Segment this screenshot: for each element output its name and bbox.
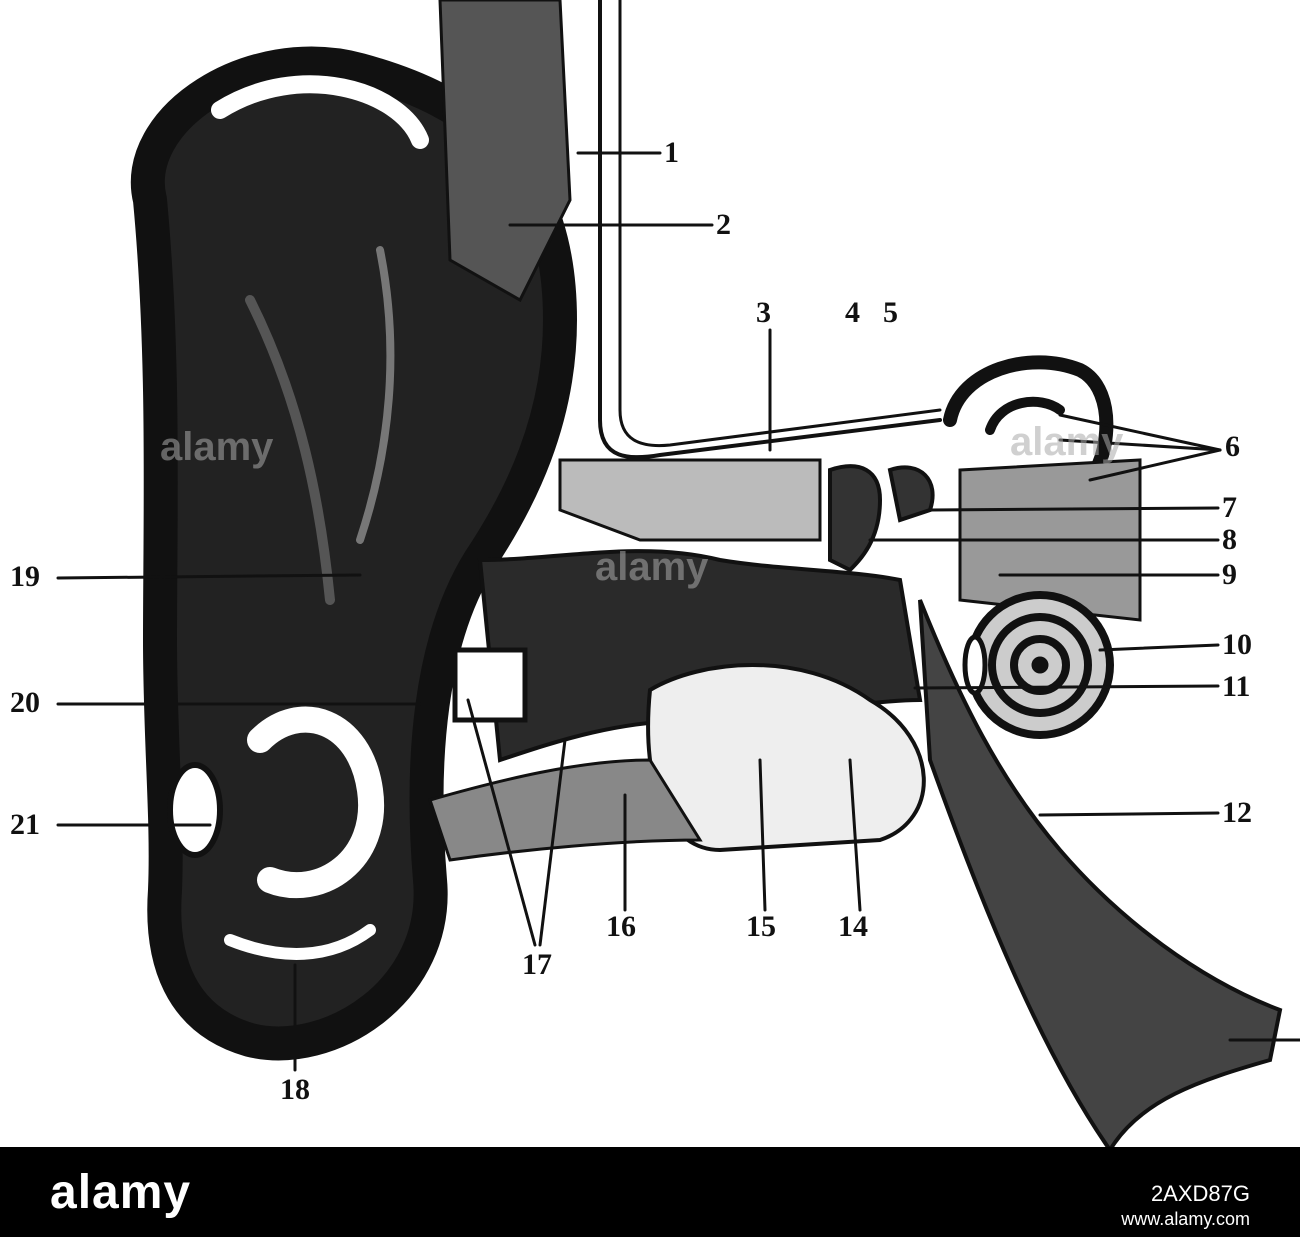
label-7: 7 [1222,491,1237,524]
label-9: 9 [1222,558,1237,591]
label-20: 20 [10,686,40,719]
label-15: 15 [746,910,776,943]
label-3: 3 [756,296,771,329]
watermark: alamy [1010,420,1124,464]
label-2: 2 [716,208,731,241]
label-14: 14 [838,910,868,943]
label-5: 5 [883,296,898,329]
alamy-logo: alamy [50,1166,192,1219]
label-4: 4 [845,296,860,329]
label-1: 1 [664,136,679,169]
label-19: 19 [10,560,40,593]
ear-drawing [56,0,1300,1147]
label-8: 8 [1222,523,1237,556]
watermark: alamy [160,425,274,469]
label-16: 16 [606,910,636,943]
label-11: 11 [1222,670,1251,703]
label-10: 10 [1222,628,1252,661]
label-18: 18 [280,1073,310,1106]
eustachian-tube [918,599,1283,1147]
label-21: 21 [10,808,40,841]
label-6: 6 [1225,430,1240,463]
label-12: 12 [1222,796,1252,829]
watermark: alamy [595,545,709,589]
ear-anatomy-figure: 1 2 3 4 5 6 7 8 9 10 11 12 14 15 16 17 1… [10,0,1300,1147]
label-17: 17 [522,948,552,981]
footer-bar: alamy 2AXD87G www.alamy.com [0,1147,1300,1237]
site-url: www.alamy.com [1121,1209,1250,1229]
image-id: 2AXD87G [1150,1181,1250,1206]
